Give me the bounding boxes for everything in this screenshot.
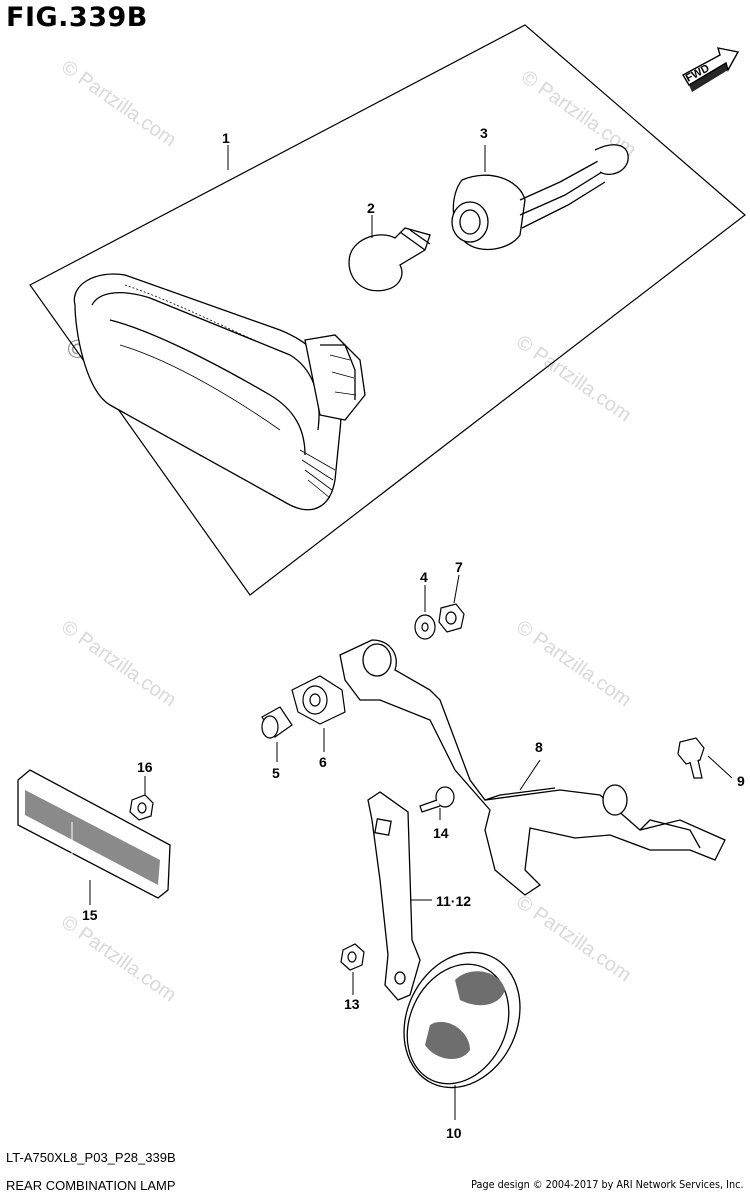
callout-15: 15 [82,907,98,923]
watermark: © Partzilla.com [512,616,635,711]
bulb [348,215,431,292]
watermark: © Partzilla.com [512,891,635,986]
callout-1: 1 [222,130,230,146]
watermark: © Partzilla.com [57,911,180,1006]
callout-3: 3 [480,125,488,141]
callout-5: 5 [272,765,280,781]
diagram-name: REAR COMBINATION LAMP [6,1178,176,1193]
callout-4: 4 [420,569,428,585]
tail-lamp-housing [73,273,366,511]
copyright-notice: Page design © 2004-2017 by ARI Network S… [471,1178,744,1191]
reflector-nut [340,943,365,995]
damper [291,675,346,752]
callout-6: 6 [319,754,327,770]
callout-7: 7 [455,559,463,575]
assembly-outline [29,24,746,596]
rectangular-reflector [17,769,171,905]
callout-8: 8 [535,739,543,755]
round-reflector [403,951,521,1120]
watermark: © Partzilla.com [57,56,180,151]
bolt [677,737,733,779]
reflector-nut-small [129,776,154,821]
forward-direction-arrow: FWD [682,47,740,92]
callout-14: 14 [433,825,449,841]
washer [414,585,436,640]
figure-title: FIG.339B [6,2,148,33]
diagram-code: LT-A750XL8_P03_P28_339B [6,1150,176,1165]
callout-10: 10 [446,1125,462,1141]
collar [261,706,293,762]
watermark: © Partzilla.com [57,616,180,711]
screw [419,786,455,820]
callout-9: 9 [737,773,745,789]
callout-13: 13 [344,996,360,1012]
reflector-bracket [367,791,432,1001]
callout-16: 16 [137,759,153,775]
callout-labels: 1 2 3 4 5 6 7 8 9 10 11·12 13 14 15 16 [82,125,745,1141]
socket-with-wires [451,144,629,251]
watermark: © Partzilla.com [512,331,635,426]
nut [438,574,465,633]
callout-2: 2 [367,200,375,216]
callout-11-12: 11·12 [436,893,471,909]
lamp-bracket [339,639,726,896]
